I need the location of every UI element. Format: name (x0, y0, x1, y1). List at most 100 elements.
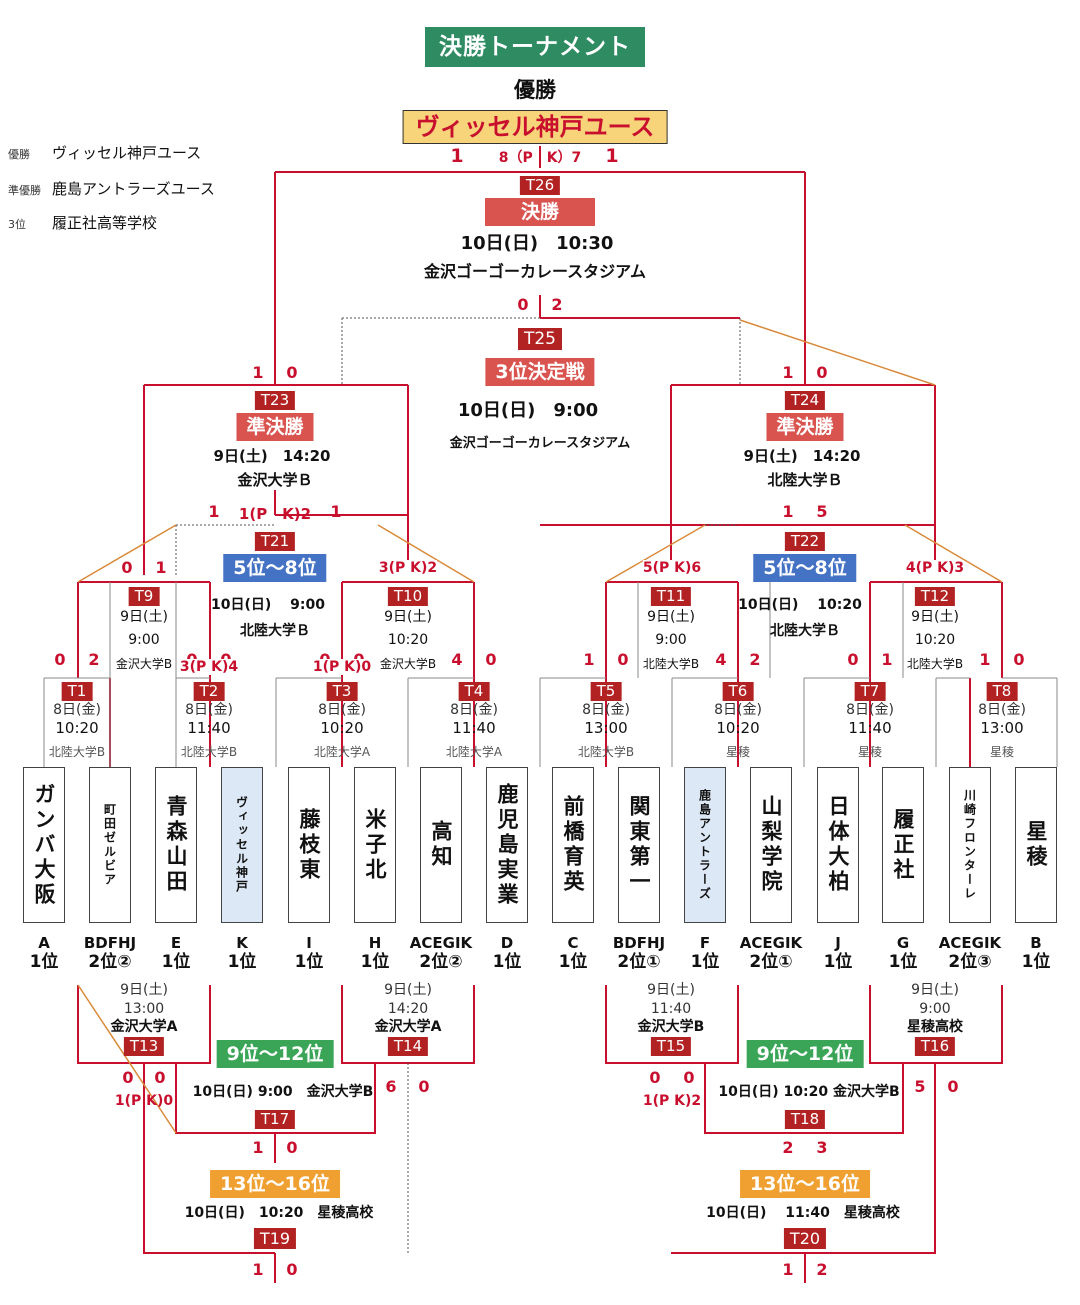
team-box: 米子北 (354, 767, 396, 923)
p912-left-pk: 1(P K)0 (114, 1093, 174, 1109)
r16-score-r: 0 (617, 650, 629, 669)
team-group: ACEGIK (409, 934, 473, 952)
qf-venue: 北陸大学B (906, 657, 964, 671)
r16-score-l: 4 (715, 650, 727, 669)
cons-time: 11:40 (650, 1001, 692, 1017)
cons-time: 13:00 (123, 1001, 165, 1017)
team-box: 鹿島アントラーズ (684, 767, 726, 923)
p912-right-score-r: 0 (683, 1068, 695, 1087)
p58-left-venue: 北陸大学Ｂ (240, 623, 310, 639)
legend-key: 準優勝 (8, 184, 41, 197)
r16-score-r: 2 (88, 650, 100, 669)
team-box: 鹿児島実業 (486, 767, 528, 923)
r16-score-l: 0 (54, 650, 66, 669)
cons-date: 9日(土) (384, 982, 432, 998)
match-code-cons: T13 (123, 1037, 165, 1056)
team-rank: 2位② (419, 952, 463, 972)
r16-venue: 星稜 (725, 745, 751, 759)
r16-date: 8日(金) (53, 702, 101, 718)
r16-venue: 北陸大学A (313, 745, 371, 759)
r16-time: 11:40 (187, 719, 231, 737)
match-code-cons: T14 (387, 1037, 429, 1056)
cons-venue: 金沢大学A (110, 1019, 178, 1035)
r16-time: 13:00 (980, 719, 1024, 737)
match-code-r16: T8 (986, 682, 1018, 701)
p58-right-score-r: 5 (816, 502, 828, 521)
team-group: D (500, 934, 514, 952)
final-venue: 金沢ゴーゴーカレースタジアム (423, 262, 647, 281)
team-group: ACEGIK (938, 934, 1002, 952)
qf-time: 10:20 (387, 632, 429, 648)
p912-left-band: 9位～12位 (216, 1040, 334, 1068)
r16-venue: 北陸大学B (577, 745, 635, 759)
team-box: 履正社 (882, 767, 924, 923)
champion-box: ヴィッセル神戸ユース (402, 110, 668, 144)
qf-date: 9日(土) (384, 609, 432, 625)
qf-pk-label: 3(P K)2 (378, 560, 438, 576)
match-code-p912-right: T18 (784, 1110, 826, 1129)
p58-right-score-l: 1 (782, 502, 794, 521)
cons-venue: 金沢大学B (637, 1019, 705, 1035)
qf-time: 9:00 (128, 632, 160, 648)
legend-team: ヴィッセル神戸ユース (52, 144, 202, 162)
team-group: B (1030, 934, 1042, 952)
r16-date: 8日(金) (318, 702, 366, 718)
p1316-left-info: 10日(日) 10:20 星稜高校 (184, 1205, 374, 1221)
team-box: 山梨学院 (750, 767, 792, 923)
cons-venue: 金沢大学A (374, 1019, 442, 1035)
team-group: J (835, 934, 841, 952)
team-box: 日体大柏 (817, 767, 859, 923)
final-date: 10日(日) 10:30 (460, 233, 614, 254)
qf-date: 9日(土) (647, 609, 695, 625)
cons-venue: 星稜高校 (907, 1019, 963, 1035)
team-rank: 1位 (1021, 952, 1051, 972)
team-group: F (699, 934, 711, 952)
qf-venue: 北陸大学B (642, 657, 700, 671)
team-rank: 1位 (161, 952, 191, 972)
third-date: 10日(日) 9:00 (457, 400, 599, 421)
r16-score-r: 0 (1013, 650, 1025, 669)
semi-right-venue: 北陸大学Ｂ (767, 471, 843, 489)
match-code-p1316-right: T20 (783, 1228, 827, 1249)
r16-time: 10:20 (716, 719, 760, 737)
team-group: G (896, 934, 910, 952)
p1316-right-band: 13位～16位 (740, 1170, 870, 1198)
p1316-right-score-r: 2 (816, 1260, 828, 1279)
team-box: 前橋育英 (552, 767, 594, 923)
p58-right-date: 10日(日) 10:20 (738, 597, 862, 613)
team-rank: 1位 (558, 952, 588, 972)
match-code-r16: T5 (590, 682, 622, 701)
p58-left-band: 5位～8位 (223, 554, 327, 582)
p1316-left-band: 13位～16位 (210, 1170, 340, 1198)
p912-right-pk: 1(P K)2 (642, 1093, 702, 1109)
match-code-p58-right: T22 (784, 532, 826, 551)
legend-item-runner-up: 準優勝鹿島アントラーズユース (8, 178, 215, 199)
r16-date: 8日(金) (714, 702, 762, 718)
team-group: H (368, 934, 382, 952)
p912-left-score-r: 0 (154, 1068, 166, 1087)
match-code-cons: T16 (914, 1037, 956, 1056)
team-rank: 1位 (294, 952, 324, 972)
qf-time: 10:20 (914, 632, 956, 648)
team-group: A (38, 934, 50, 952)
match-code-r16: T1 (61, 682, 93, 701)
legend-key: 3位 (8, 218, 26, 231)
cons-date: 9日(土) (120, 982, 168, 998)
r16-venue: 星稜 (989, 745, 1015, 759)
final-band: 決勝 (485, 198, 595, 226)
r16-pk: 1(P K)0 (312, 659, 372, 675)
team-group: BDFHJ (612, 934, 666, 952)
r16-date: 8日(金) (978, 702, 1026, 718)
legend-item-winner: 優勝ヴィッセル神戸ユース (8, 142, 201, 163)
legend-item-third: 3位履正社高等学校 (8, 212, 157, 233)
match-code-r16: T4 (458, 682, 490, 701)
team-rank: 1位 (690, 952, 720, 972)
team-rank: 2位③ (948, 952, 992, 972)
r16-score-r: 2 (749, 650, 761, 669)
p58-right-venue: 北陸大学Ｂ (770, 623, 840, 639)
p58-left-score-r: 1 (330, 502, 342, 521)
match-code-semi-left: T23 (254, 391, 296, 410)
r16-time: 13:00 (584, 719, 628, 737)
final-pk: 8（P K）7 (498, 150, 582, 166)
team-rank: 1位 (360, 952, 390, 972)
